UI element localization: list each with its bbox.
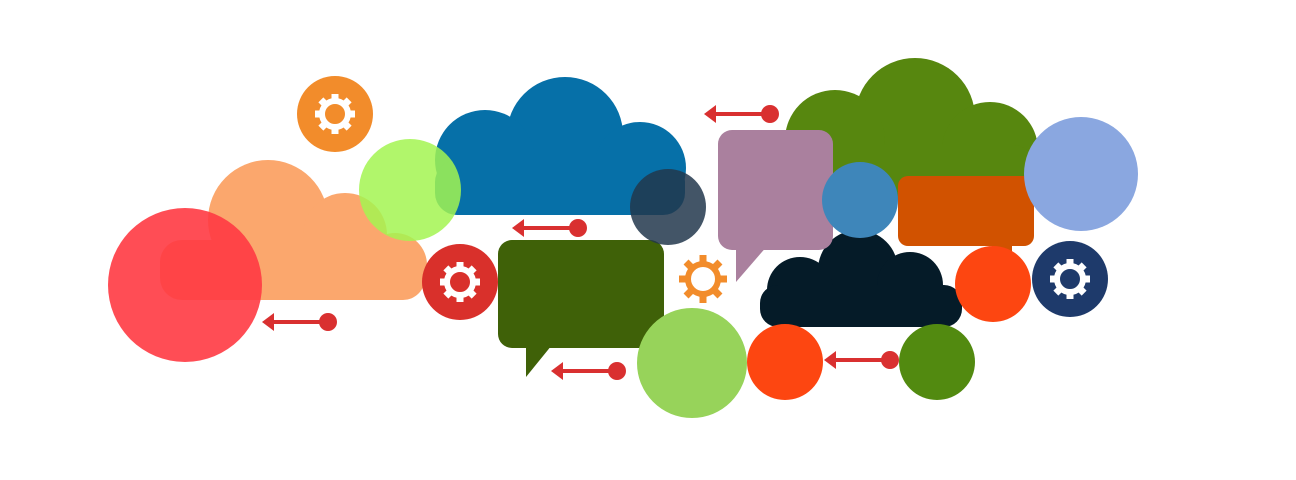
small-orange-gear-icon [679,255,727,303]
red-gear-icon [422,244,498,320]
arrow-left-icon [704,105,779,123]
periwinkle-circle [1024,117,1138,231]
dark-green-speech-bubble [498,240,664,377]
orange-gear-icon [297,76,373,152]
blue-cloud [435,77,686,215]
mauve-speech-bubble [718,130,833,282]
arrow-left-icon [551,362,626,380]
red-circle [108,208,262,362]
arrow-left-icon [262,313,337,331]
arrow-left-icon [824,351,899,369]
orange-red-circle-right [955,246,1031,322]
arrow-left-icon [512,219,587,237]
steel-blue-circle [822,162,898,238]
navy-cloud [760,230,962,327]
navy-gear-icon [1032,241,1108,317]
light-green-circle [637,308,747,418]
orange-red-circle-bottom [747,324,823,400]
orange-speech-bubble [898,176,1034,264]
olive-green-circle [899,324,975,400]
slate-circle [630,169,706,245]
lime-circle [359,139,461,241]
